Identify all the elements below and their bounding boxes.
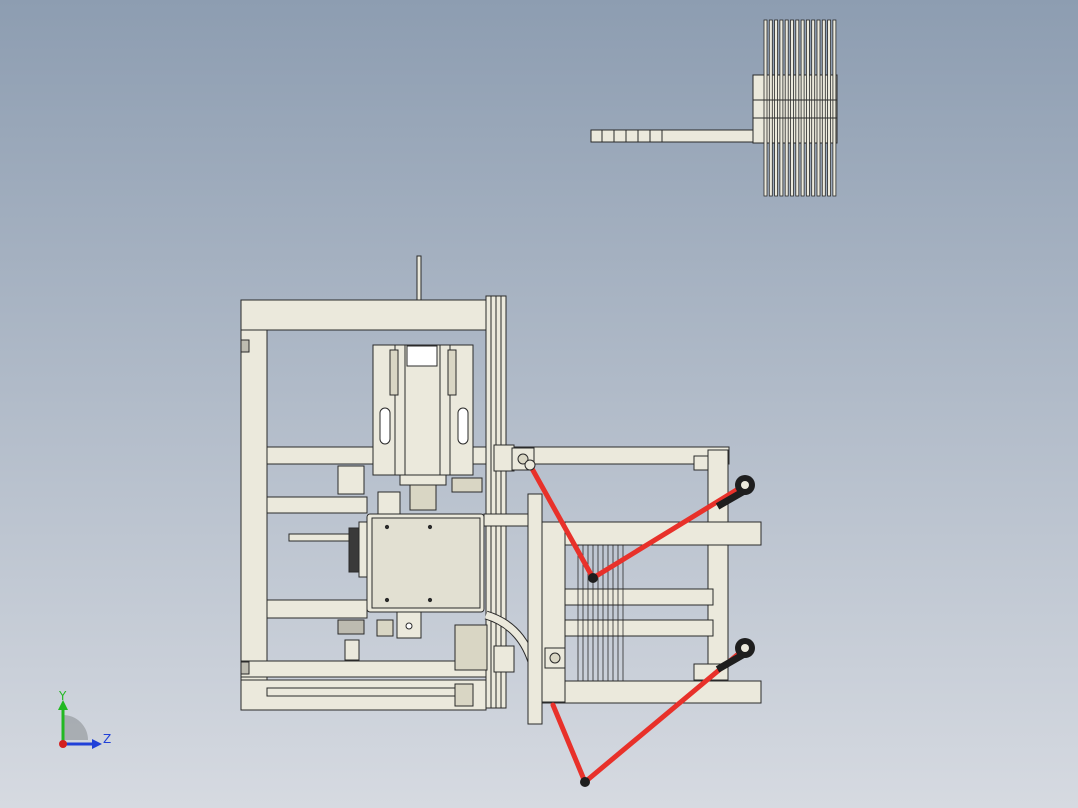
spacer-block	[337, 619, 365, 635]
frame-top-beam	[240, 299, 490, 331]
right-left-bracket	[527, 493, 543, 725]
cross-bar	[266, 496, 368, 514]
gearbox-screw	[427, 597, 433, 603]
slide-slot	[379, 407, 391, 445]
lower-bracket-hole	[405, 622, 413, 630]
tension-clamp	[715, 638, 755, 673]
comb-arm-ticks	[601, 130, 663, 142]
comb-tooth	[795, 19, 800, 197]
comb-tooth	[800, 19, 805, 197]
slide-rail	[404, 344, 441, 476]
slide-gear	[451, 477, 483, 493]
comb-tooth	[827, 19, 831, 197]
drive-hub	[358, 521, 368, 578]
gearbox-face	[371, 517, 481, 609]
gearbox-screw	[427, 524, 433, 530]
spring-joints	[524, 459, 755, 787]
y-axis-label: Y	[58, 689, 67, 703]
spacer-block	[344, 639, 360, 661]
comb-part-assembly[interactable]	[590, 19, 838, 197]
comb-tooth	[816, 19, 821, 197]
spring-arm	[527, 462, 596, 581]
triad-rotation-indicator	[63, 715, 88, 740]
right-mid-bar	[564, 588, 714, 606]
right-plate-left	[540, 521, 566, 703]
comb-tooth	[811, 19, 816, 197]
slide-label-strip	[447, 349, 457, 396]
spring-arm	[582, 647, 746, 785]
top-rod	[416, 255, 422, 303]
right-plate-bottom	[540, 680, 762, 704]
mount-block	[493, 444, 515, 472]
gearbox-screw	[384, 597, 390, 603]
comb-tooth	[779, 19, 784, 197]
x-axis-dot	[59, 740, 67, 748]
pulley-wheel	[517, 453, 529, 465]
slotted-block	[454, 624, 488, 671]
y-axis-arrowhead	[58, 700, 68, 710]
coordinate-triad[interactable]: Y Z	[58, 689, 111, 749]
drive-gear	[348, 527, 360, 573]
spring-arm	[590, 483, 746, 581]
comb-tooth	[763, 19, 768, 197]
joint-ball	[524, 459, 536, 471]
coupling	[409, 484, 437, 511]
bracket	[377, 491, 401, 515]
main-assembly[interactable]	[240, 255, 762, 725]
cross-bar	[266, 599, 368, 619]
frame-foot	[240, 339, 250, 353]
comb-tooth	[832, 19, 837, 197]
comb-tooth	[821, 19, 826, 197]
slide-foot	[399, 474, 447, 486]
bottom-cylinder-end	[454, 683, 474, 707]
frame-bottom-beam	[240, 660, 490, 678]
slide-slot	[457, 407, 469, 445]
lower-clamp	[376, 619, 394, 637]
mount-block	[493, 645, 515, 673]
slide-carriage	[406, 345, 438, 367]
drive-shaft	[288, 533, 352, 542]
joint-ball	[588, 573, 598, 583]
frame-foot	[240, 661, 250, 675]
gearbox-screw	[384, 524, 390, 530]
tension-clamp	[715, 475, 755, 510]
comb-teeth	[763, 19, 837, 197]
vertical-strings	[577, 545, 624, 681]
comb-tooth	[784, 19, 789, 197]
comb-tooth	[774, 19, 778, 197]
right-frame-post	[707, 449, 729, 683]
bottom-cylinder	[266, 687, 458, 697]
pulley-wheel	[549, 652, 561, 664]
comb-tooth	[806, 19, 810, 197]
comb-tooth	[790, 19, 794, 197]
comb-tooth	[768, 19, 773, 197]
z-axis-label: Z	[103, 732, 111, 746]
spacer-block	[337, 465, 365, 495]
right-mid-bar	[564, 619, 714, 637]
slide-label-strip	[389, 349, 399, 396]
comb-arm	[590, 129, 762, 143]
spring-arm	[550, 702, 588, 785]
joint-ball	[580, 777, 590, 787]
z-axis-arrowhead	[92, 739, 102, 749]
spring-arms	[527, 462, 746, 785]
frame-left-post	[240, 329, 268, 711]
